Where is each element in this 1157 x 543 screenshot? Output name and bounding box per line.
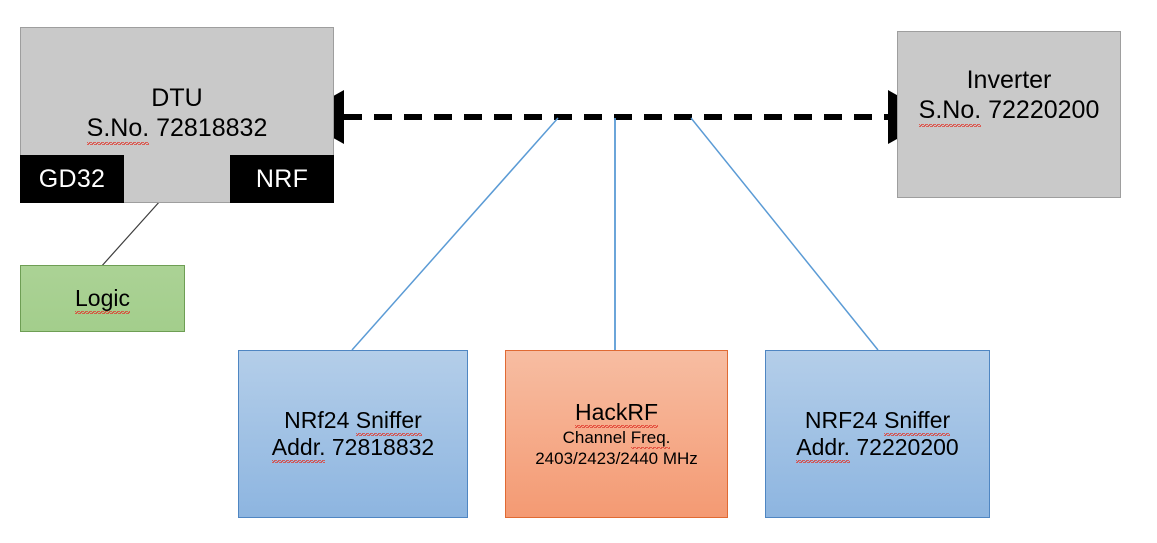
inverter-serial: S.No. 72220200	[918, 95, 1100, 127]
inverter-serial-label: S.No.	[918, 95, 982, 127]
logic-label: Logic	[75, 284, 130, 315]
hackrf-frequencies: 2403/2423/2440 MHz	[535, 449, 698, 469]
hackrf-label: HackRF	[574, 398, 659, 428]
sniffer-left-addr: Addr. 72818832	[271, 434, 435, 464]
node-sniffer-right[interactable]: NRF24 Sniffer Addr. 72220200	[765, 350, 990, 518]
sniffer-right-label: NRF24 Sniffer	[804, 406, 951, 437]
dtu-label: DTU	[151, 84, 203, 112]
hackrf-channel-label-suffix: Freq.	[630, 427, 671, 450]
hackrf-channel-label-prefix: Channel	[562, 427, 631, 447]
chip-nrf-label: NRF	[255, 164, 309, 193]
tap-lines	[351, 117, 879, 351]
dtu-serial-number: 72818832	[156, 113, 268, 142]
node-hackrf[interactable]: HackRF Channel Freq. 2403/2423/2440 MHz	[505, 350, 728, 518]
sniffer-left-label: NRf24 Sniffer	[284, 406, 422, 437]
node-logic-analyzer[interactable]: Logic	[20, 265, 185, 332]
sniffer-right-addr-value: 72220200	[856, 434, 959, 460]
sniffer-right-label-prefix: NRF24	[804, 406, 885, 433]
dtu-serial: S.No. 72818832	[86, 113, 268, 145]
sniffer-right-addr: Addr. 72220200	[796, 434, 959, 464]
tap-line-sniffer-left	[351, 117, 559, 351]
inverter-label: Inverter	[966, 66, 1052, 94]
sniffer-right-addr-label: Addr.	[796, 434, 850, 464]
dtu-serial-label: S.No.	[86, 113, 150, 145]
sniffer-right-label-suffix: Sniffer	[884, 406, 951, 437]
tap-line-sniffer-right	[690, 117, 879, 351]
sniffer-left-label-suffix: Sniffer	[355, 406, 422, 437]
hackrf-channel-label: Channel Freq.	[562, 427, 671, 450]
sniffer-left-addr-value: 72818832	[331, 434, 435, 460]
chip-gd32-label: GD32	[38, 164, 106, 193]
chip-nrf[interactable]: NRF	[230, 155, 334, 203]
sniffer-left-addr-label: Addr.	[271, 434, 326, 464]
node-inverter[interactable]: Inverter S.No. 72220200	[897, 31, 1121, 198]
sniffer-left-label-prefix: NRf24	[284, 406, 356, 433]
node-sniffer-left[interactable]: NRf24 Sniffer Addr. 72818832	[238, 350, 468, 518]
inverter-serial-number: 72220200	[988, 95, 1100, 124]
chip-gd32[interactable]: GD32	[20, 155, 124, 203]
